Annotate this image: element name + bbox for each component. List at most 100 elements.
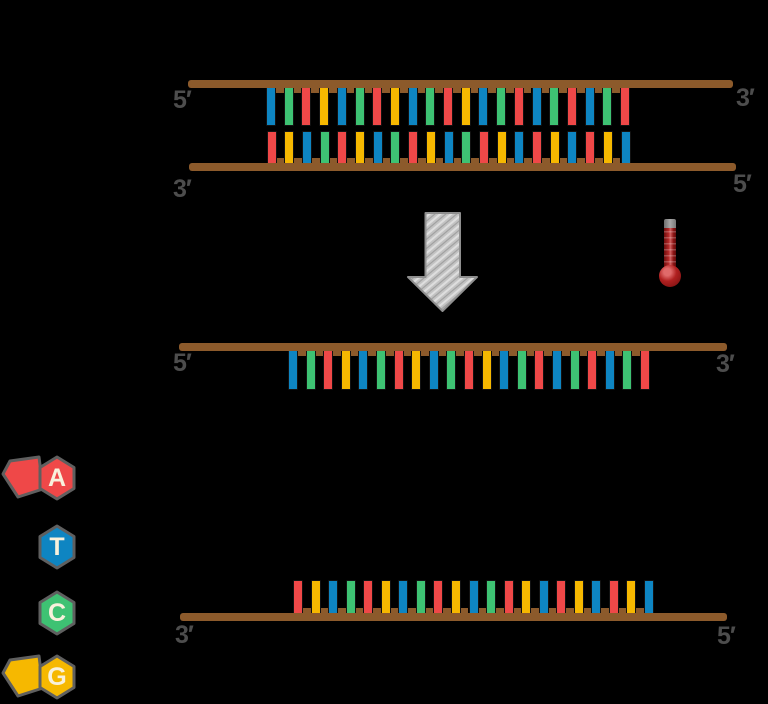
thermometer-icon xyxy=(655,213,685,291)
backbone-tooth xyxy=(559,158,568,164)
duplex-bottom-strand-backbone xyxy=(189,163,736,171)
nucleotide-bar-T xyxy=(531,86,542,126)
backbone-tooth xyxy=(491,350,500,356)
nucleotide-bar-C xyxy=(602,86,613,126)
nucleotide-bar-C xyxy=(390,131,401,167)
backbone-tooth xyxy=(365,158,373,164)
backbone-tooth xyxy=(333,350,341,356)
backbone-tooth xyxy=(595,158,603,164)
backbone-tooth xyxy=(576,87,585,93)
backbone-tooth xyxy=(566,608,574,614)
backbone-tooth xyxy=(583,608,592,614)
backbone-tooth xyxy=(453,87,461,93)
nucleotide-bar-G xyxy=(411,350,422,390)
nucleotide-bar-A xyxy=(513,86,524,126)
backbone-tooth xyxy=(298,350,306,356)
nucleotide-bar-T xyxy=(499,350,510,390)
nucleotide-bar-T xyxy=(358,350,369,390)
backbone-tooth xyxy=(496,608,504,614)
backbone-tooth xyxy=(382,87,390,93)
nucleotide-bar-T xyxy=(552,350,562,390)
backbone-tooth xyxy=(456,350,464,356)
legend-letter-cytosine: C xyxy=(47,599,67,627)
cytosine-icon xyxy=(38,590,76,636)
nucleotide-bar-G xyxy=(425,131,436,167)
nucleotide-bar-T xyxy=(428,350,439,390)
nucleotide-bar-C xyxy=(496,86,507,126)
backbone-tooth xyxy=(453,158,462,164)
nucleotide-bar-G xyxy=(319,86,330,126)
backbone-tooth xyxy=(488,158,497,164)
thermometer-bulb xyxy=(659,265,681,287)
backbone-tooth xyxy=(421,350,429,356)
nucleotide-bar-G xyxy=(389,86,400,126)
legend-item-adenine: A xyxy=(0,455,80,507)
duplex-top-strand-backbone xyxy=(188,80,733,88)
legend-item-guanine: G xyxy=(0,654,80,704)
backbone-tooth xyxy=(488,87,497,93)
nucleotide-bar-C xyxy=(569,350,580,390)
backbone-tooth xyxy=(618,608,627,614)
backbone-tooth xyxy=(293,87,302,93)
backbone-tooth xyxy=(320,608,329,614)
nucleotide-bar-C xyxy=(305,350,316,390)
backbone-tooth xyxy=(506,158,515,164)
backbone-tooth xyxy=(364,87,373,93)
duplex-bottom-strand-left-end-label: 3′ xyxy=(173,175,192,203)
backbone-tooth xyxy=(562,350,570,356)
backbone-tooth xyxy=(303,608,311,614)
denatured-strand-top-right-end-label: 3′ xyxy=(716,350,735,378)
backbone-tooth xyxy=(347,158,355,164)
nucleotide-bar-A xyxy=(408,131,419,167)
backbone-tooth xyxy=(544,350,552,356)
backbone-tooth xyxy=(470,87,479,93)
backbone-tooth xyxy=(382,158,391,164)
nucleotide-bar-G xyxy=(355,131,365,167)
backbone-tooth xyxy=(276,87,284,93)
nucleotide-bar-G xyxy=(481,350,492,390)
backbone-tooth xyxy=(294,158,302,164)
backbone-tooth xyxy=(632,350,640,356)
nucleotide-bar-C xyxy=(516,350,527,390)
backbone-tooth xyxy=(523,87,532,93)
backbone-tooth xyxy=(594,87,603,93)
backbone-tooth xyxy=(509,350,517,356)
duplex-top-strand-left-end-label: 5′ xyxy=(173,86,192,114)
nucleotide-bar-T xyxy=(336,86,347,126)
down-arrow-icon xyxy=(400,210,486,314)
backbone-tooth xyxy=(417,87,426,93)
backbone-tooth xyxy=(636,608,644,614)
nucleotide-bar-T xyxy=(478,86,489,126)
backbone-tooth xyxy=(346,87,355,93)
backbone-tooth xyxy=(542,158,550,164)
nucleotide-bar-C xyxy=(549,86,560,126)
backbone-tooth xyxy=(548,608,557,614)
nucleotide-bar-A xyxy=(372,86,383,126)
denatured-strand-bottom-backbone xyxy=(180,613,727,621)
nucleotide-bar-T xyxy=(372,131,383,167)
backbone-tooth xyxy=(408,608,416,614)
thermometer-cap xyxy=(664,219,676,228)
backbone-tooth xyxy=(400,158,409,164)
backbone-tooth xyxy=(460,608,469,614)
nucleotide-bar-T xyxy=(407,86,418,126)
nucleotide-bar-T xyxy=(584,86,595,126)
nucleotide-bar-A xyxy=(266,131,277,167)
backbone-tooth xyxy=(386,350,394,356)
nucleotide-bar-G xyxy=(549,131,560,167)
backbone-tooth xyxy=(471,158,479,164)
nucleotide-bar-A xyxy=(478,131,489,167)
backbone-tooth xyxy=(338,608,346,614)
nucleotide-bar-A xyxy=(532,131,542,167)
legend-item-cytosine: C xyxy=(0,590,80,642)
backbone-tooth xyxy=(531,608,539,614)
nucleotide-bar-G xyxy=(284,131,295,167)
backbone-tooth xyxy=(418,158,426,164)
nucleotide-bar-A xyxy=(301,86,312,126)
backbone-tooth xyxy=(368,350,376,356)
backbone-tooth xyxy=(399,87,408,93)
nucleotide-bar-A xyxy=(640,350,650,390)
duplex-top-strand-right-end-label: 3′ xyxy=(736,84,755,112)
backbone-tooth xyxy=(329,158,338,164)
nucleotide-bar-A xyxy=(464,350,474,390)
